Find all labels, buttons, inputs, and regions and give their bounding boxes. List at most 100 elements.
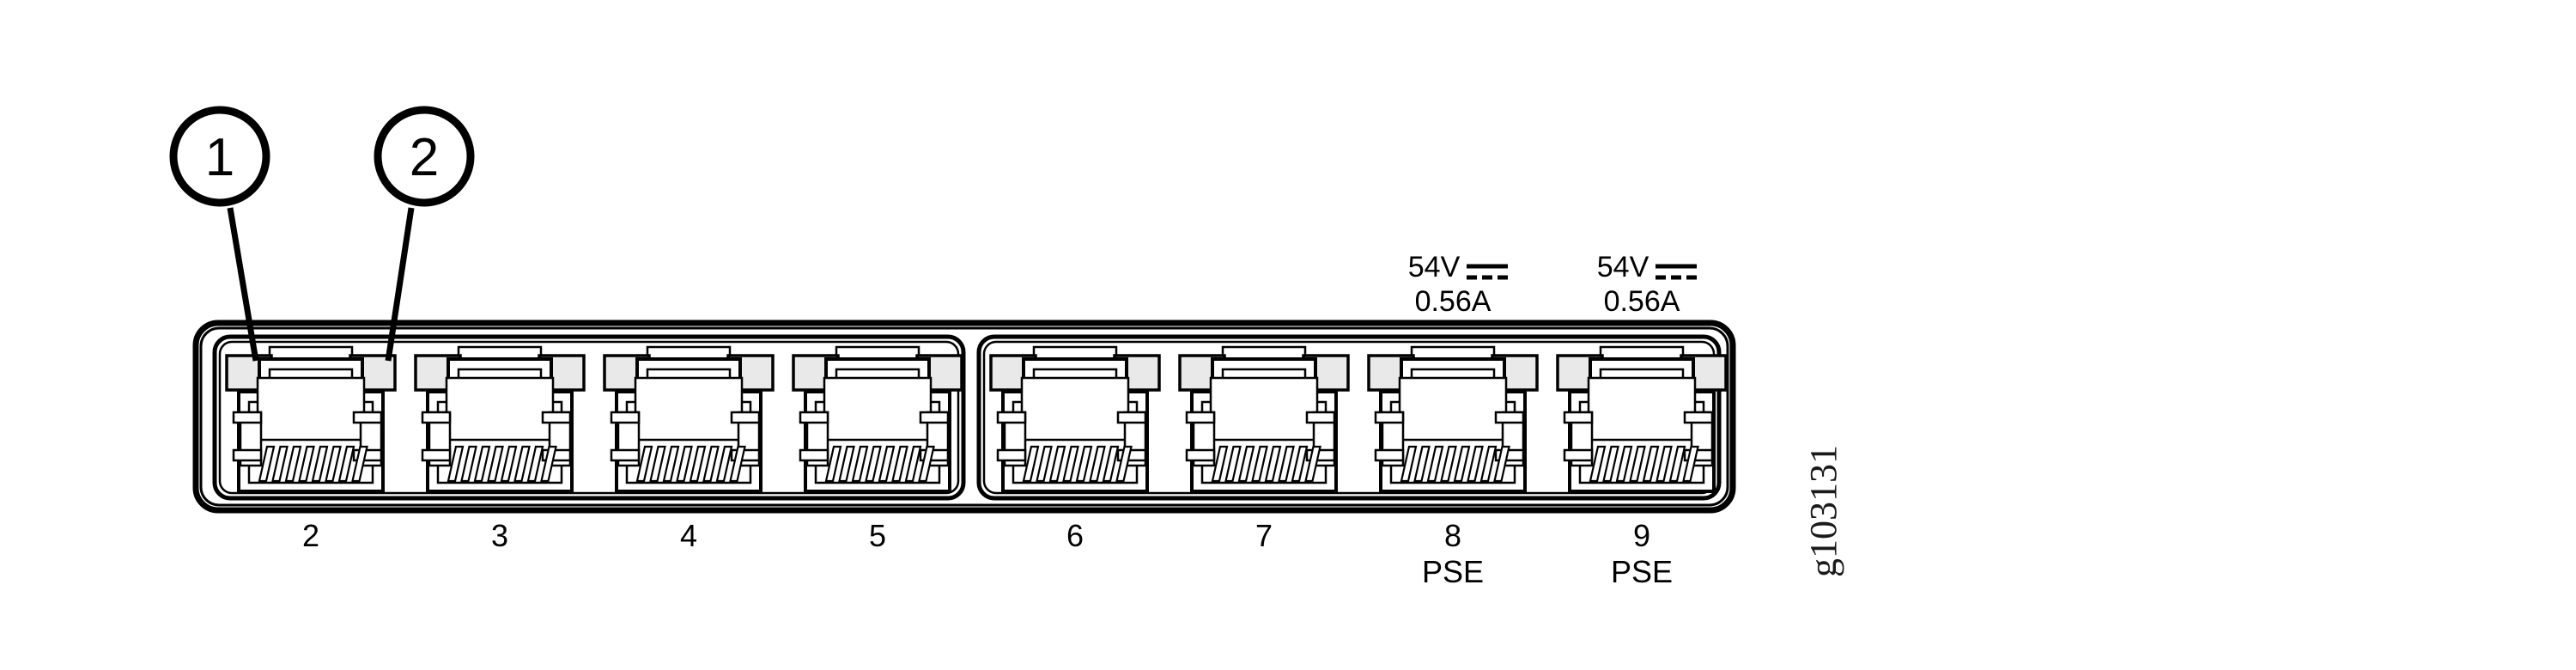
port-pse-label-9: PSE [1611,554,1673,589]
port-5-contact-pin-6 [891,445,908,483]
callout-1-leader-line [227,207,259,362]
port-8-contact-pin-3 [1426,445,1444,483]
port-7-latch-left-lower [1185,448,1216,462]
port-3-latch-left-lower [421,448,452,462]
port-3-contact-pin-7 [526,445,544,483]
port-6-latch-left-lower [996,448,1027,462]
port-pse-label-8: PSE [1422,554,1484,589]
port-9-contact-pin-7 [1668,445,1686,483]
port-3-contact-pin-2 [460,445,477,483]
port-3-contact-pin-6 [513,445,531,483]
port-2-latch-right-upper [352,411,383,424]
port-3-contact-pin-8 [540,445,557,483]
port-9-contact-pin-1 [1589,445,1607,483]
port-6-contact-pin-6 [1089,445,1106,483]
rj45-port-4[interactable] [603,345,775,493]
port-8-latch-left-upper [1374,411,1405,424]
port-number-label-3: 3 [491,518,508,553]
port-4-latch-left-upper [610,411,641,424]
callout-2-circle[interactable] [374,106,475,207]
port-2-contact-pin-7 [337,445,355,483]
rj45-port-8[interactable] [1367,345,1539,493]
port-9-current-label: 0.56A [1604,285,1680,318]
port-groups-layer [212,334,1722,501]
port-2-contact-pin-3 [284,445,302,483]
port-5-latch-left-lower [799,448,829,462]
port-2-latch-left-upper [232,411,263,424]
port-2-contact-pin-5 [311,445,329,483]
port-6-contact-pin-1 [1022,445,1040,483]
port-5-contact-pin-7 [904,445,922,483]
port-3-contact-pin-1 [447,445,465,483]
port-8-cavity [1398,376,1508,442]
rj45-port-7[interactable] [1178,345,1350,493]
port-5-cavity [823,376,933,442]
port-8-contact-pin-4 [1440,445,1457,483]
rj45-port-9[interactable] [1556,345,1728,493]
port-5-contact-pin-2 [838,445,855,483]
port-8-contact-pin-2 [1413,445,1431,483]
port-4-contact-pin-8 [729,445,746,483]
port-7-contact-pin-5 [1264,445,1282,483]
port-3-contact-pin-4 [487,445,504,483]
chassis-inner-edge [199,326,1729,507]
callout-1-circle[interactable] [169,106,270,207]
port-7-cavity [1209,376,1319,442]
port-6-contact-pin-3 [1048,445,1066,483]
port-9-latch-left-upper [1563,411,1594,424]
port-8-dc-symbol-icon [1467,264,1508,280]
port-8-contact-pin-7 [1479,445,1498,483]
port-5-contact-pin-1 [824,445,842,483]
port-8-latch-left-lower [1374,448,1405,462]
port-5-contact-pin-4 [865,445,882,483]
port-6-cavity [1020,376,1130,442]
port-9-dc-symbol-icon [1656,264,1697,280]
port-7-latch-left-upper [1185,411,1216,424]
port-number-label-5: 5 [869,518,886,553]
port-number-label-4: 4 [680,518,697,553]
port-8-contact-pin-6 [1467,445,1484,483]
port-6-contact-pin-8 [1115,445,1133,483]
port-2-latch-left-lower [232,448,263,462]
port-9-voltage-label: 54V [1597,251,1649,283]
port-2-contact-pin-8 [351,445,368,483]
port-6-contact-pin-4 [1062,445,1079,483]
port-2-contact-pin-6 [325,445,342,483]
left-port-group-bezel-inner [218,340,960,495]
port-3-contact-pin-3 [473,445,491,483]
port-9-contact-pin-2 [1602,445,1619,483]
rj45-port-5[interactable] [792,345,963,493]
rj45-port-3[interactable] [414,345,586,493]
port-7-contact-pin-8 [1304,445,1321,483]
port-8-voltage-label: 54V [1408,251,1461,283]
left-port-group-bezel [212,334,966,501]
rj45-port-6[interactable] [989,345,1161,493]
port-8-latch-right-upper [1494,411,1525,424]
port-2-contact-pin-2 [271,445,289,483]
port-number-label-8: 8 [1444,518,1461,553]
port-7-contact-pin-1 [1211,445,1229,483]
port-9-contact-pin-3 [1615,445,1633,483]
port-4-latch-left-lower [610,448,641,462]
port-2-contact-pin-1 [258,445,276,483]
port-4-contact-pin-4 [676,445,693,483]
port-7-contact-pin-3 [1237,445,1255,483]
port-6-contact-pin-7 [1102,445,1120,483]
port-9-cavity [1587,376,1697,442]
port-3-contact-pin-5 [500,445,518,483]
port-9-latch-right-upper [1683,411,1714,424]
port-5-latch-right-upper [919,411,950,424]
rj45-port-2[interactable] [225,345,397,493]
port-4-cavity [634,376,744,442]
port-6-latch-left-upper [996,411,1027,424]
port-number-label-7: 7 [1255,518,1273,553]
port-7-contact-pin-7 [1291,445,1309,483]
port-3-latch-right-upper [541,411,572,424]
port-8-contact-pin-1 [1400,445,1418,483]
port-6-contact-pin-2 [1036,445,1053,483]
port-7-contact-pin-2 [1224,445,1242,483]
port-5-latch-left-upper [799,411,829,424]
